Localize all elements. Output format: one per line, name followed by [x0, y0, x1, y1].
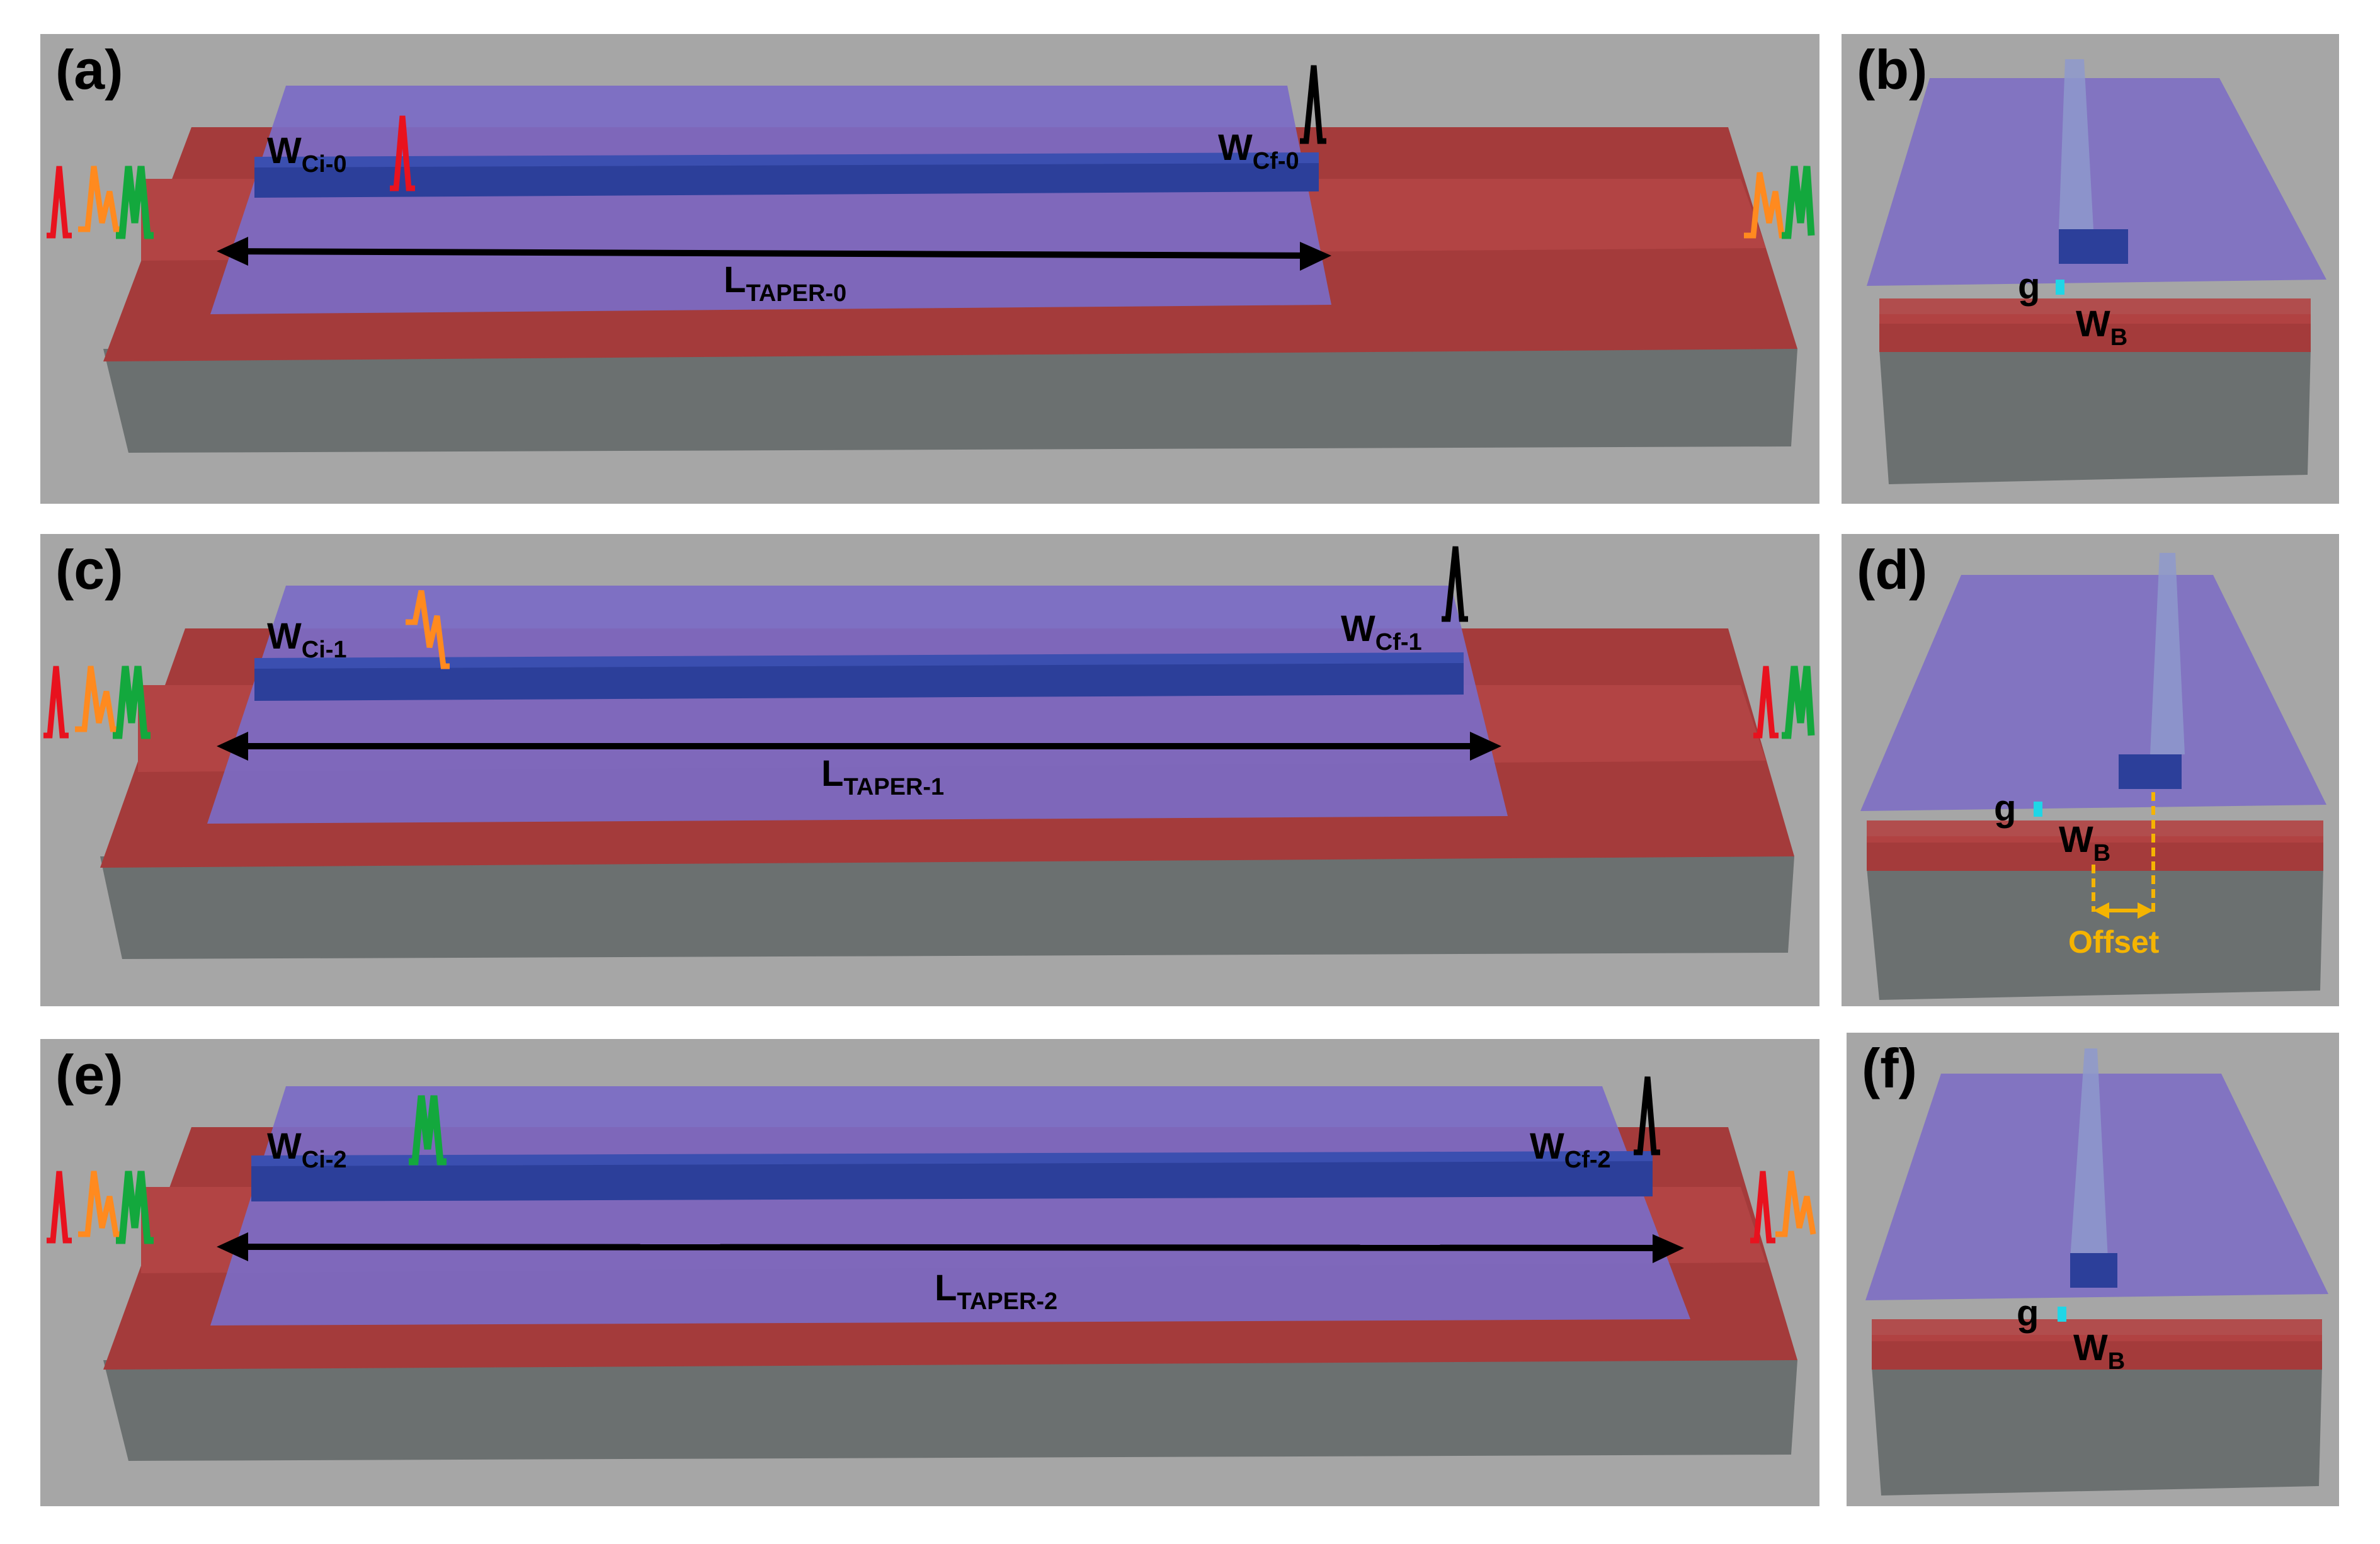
top-waveguide-core — [2059, 229, 2128, 264]
panel-d-diagram: g WB Offset — [1842, 534, 2339, 1006]
mode-red-icon — [47, 166, 72, 239]
mode-black-icon — [1634, 1076, 1660, 1155]
panel-a: WCi-0 WCf-0 LTAPER-0 (a) — [40, 34, 1819, 504]
arrow-head-right-icon — [1470, 732, 1501, 761]
taper-length-label: LTAPER-1 — [821, 753, 944, 800]
substrate — [1867, 868, 2323, 1000]
arrow-head-left-icon — [2093, 902, 2109, 919]
substrate — [100, 856, 1794, 959]
taper-length-label: LTAPER-0 — [724, 259, 846, 307]
arrow-head-right-icon — [2138, 902, 2153, 919]
substrate — [103, 349, 1797, 453]
panel-tag-d: (d) — [1857, 538, 1928, 601]
out-mode-red-icon — [1750, 1171, 1775, 1244]
top-waveguide-taper — [2070, 1048, 2108, 1259]
panel-e-diagram: WCi-2 WCf-2 LTAPER-2 — [40, 1039, 1819, 1506]
out-mode-red-icon — [1753, 666, 1779, 739]
wci-label: WCi-2 — [267, 1126, 347, 1173]
top-waveguide — [254, 660, 1464, 701]
arrow-head-right-icon — [1300, 242, 1331, 271]
wcf-label: WCf-0 — [1218, 127, 1299, 174]
wcf-label: WCf-1 — [1341, 608, 1422, 656]
mode-orange-icon — [75, 666, 119, 732]
panel-tag-a: (a) — [55, 38, 123, 101]
top-waveguide-top — [251, 1151, 1653, 1166]
top-waveguide-taper — [2150, 553, 2185, 754]
wb-label: WB — [2076, 304, 2127, 351]
bottom-waveguide-top — [1879, 298, 2311, 324]
panel-tag-c: (c) — [55, 538, 123, 601]
cladding-layer — [1867, 78, 2326, 286]
substrate — [103, 1360, 1797, 1461]
gap-label: g — [1994, 788, 2016, 829]
panel-f: g WB (f) — [1847, 1033, 2339, 1506]
bottom-waveguide-top — [1867, 820, 2323, 843]
gap-marker — [2058, 1307, 2066, 1322]
panel-tag-b: (b) — [1857, 38, 1928, 101]
coupled-mode-orange-icon — [406, 590, 450, 669]
top-waveguide-core — [2119, 754, 2182, 789]
taper-length-arrow — [229, 1244, 1672, 1251]
panel-c: WCi-1 WCf-1 LTAPER-1 (c) — [40, 534, 1819, 1006]
panel-c-diagram: WCi-1 WCf-1 LTAPER-1 — [40, 534, 1819, 1006]
mode-green-icon — [116, 166, 154, 239]
wb-label: WB — [2059, 819, 2110, 866]
panel-b-diagram: g WB — [1842, 34, 2339, 504]
taper-length-label: LTAPER-2 — [935, 1268, 1057, 1315]
mode-green-icon — [116, 1171, 154, 1244]
mode-black-icon — [1442, 546, 1468, 622]
panel-tag-e: (e) — [55, 1043, 123, 1106]
mode-red-icon — [43, 666, 69, 739]
arrow-head-left-icon — [217, 237, 248, 266]
out-mode-orange-icon — [1775, 1171, 1816, 1237]
out-mode-green-icon — [1782, 666, 1815, 739]
panel-f-diagram: g WB — [1847, 1033, 2339, 1506]
bottom-waveguide-top — [1872, 1319, 2322, 1341]
top-waveguide-taper — [2059, 59, 2093, 229]
top-waveguide-core — [2070, 1253, 2117, 1288]
arrow-head-right-icon — [1653, 1234, 1684, 1263]
top-waveguide — [254, 160, 1319, 198]
cladding-layer — [1860, 575, 2326, 811]
panel-e: WCi-2 WCf-2 LTAPER-2 (e) — [40, 1039, 1819, 1506]
arrow-head-left-icon — [217, 1232, 248, 1261]
taper-length-arrow — [229, 248, 1319, 259]
panel-tag-f: (f) — [1862, 1037, 1917, 1099]
gap-marker — [2056, 280, 2064, 295]
panel-d: g WB Offset (d) — [1842, 534, 2339, 1006]
out-mode-green-icon — [1782, 166, 1815, 239]
arrow-head-left-icon — [217, 732, 248, 761]
panel-a-diagram: WCi-0 WCf-0 LTAPER-0 — [40, 34, 1819, 504]
panel-b: g WB (b) — [1842, 34, 2339, 504]
gap-label: g — [2018, 266, 2040, 307]
top-waveguide-top — [254, 652, 1464, 669]
substrate — [1879, 349, 2311, 484]
coupled-mode-green-icon — [409, 1095, 447, 1166]
mode-orange-icon — [78, 166, 122, 232]
cladding-layer — [210, 1086, 1690, 1325]
gap-label: g — [2017, 1293, 2039, 1334]
wb-label: WB — [2073, 1327, 2125, 1375]
mode-red-icon — [47, 1171, 72, 1244]
bottom-waveguide-slab — [1872, 1335, 2322, 1370]
mode-orange-icon — [78, 1171, 122, 1237]
mode-green-icon — [113, 666, 151, 739]
wcf-label: WCf-2 — [1530, 1126, 1611, 1173]
substrate — [1872, 1366, 2322, 1496]
offset-label: Offset — [2068, 924, 2160, 960]
cladding-layer — [207, 586, 1508, 824]
top-waveguide — [251, 1159, 1653, 1201]
mode-black-icon — [1300, 65, 1326, 144]
top-waveguide-top — [254, 152, 1319, 167]
bottom-waveguide-slab — [1867, 836, 2323, 871]
wci-label: WCi-0 — [267, 130, 347, 178]
coupled-mode-red-icon — [390, 115, 415, 191]
wci-label: WCi-1 — [267, 616, 347, 663]
gap-marker — [2034, 802, 2042, 817]
